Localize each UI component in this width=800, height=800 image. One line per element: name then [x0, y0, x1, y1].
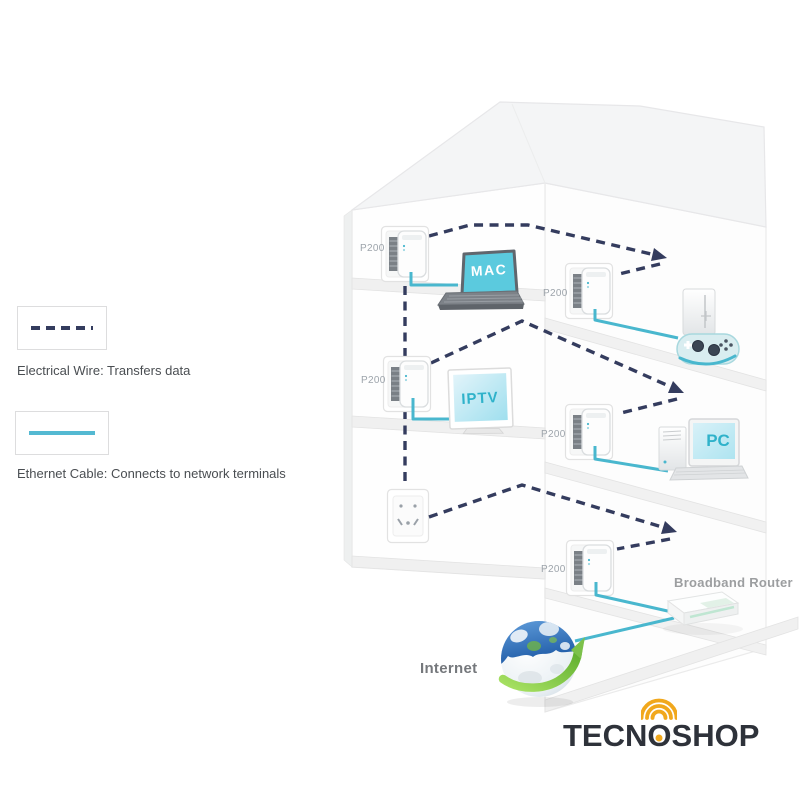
roof-ridge-line: [511, 103, 546, 184]
ethernet-cable-console: [593, 309, 679, 340]
adapter-label-router: P200: [541, 564, 566, 575]
legend-electrical-wire-swatch: [17, 306, 107, 350]
game-controller: [676, 333, 740, 366]
ethernet-cable-laptop: [409, 272, 458, 287]
powerline-adapter-router: [565, 539, 615, 597]
ethernet-cable-sample: [29, 431, 95, 435]
pc-screen-label: PC: [706, 431, 730, 450]
adapter-label-attic: P200: [360, 243, 385, 254]
ground-platform-edge: [544, 616, 799, 713]
electrical-wire-sample: [31, 326, 93, 330]
adapter-label-console: P200: [543, 288, 568, 299]
ethernet-cables: [409, 272, 679, 643]
wire-arrowheads: [651, 248, 684, 534]
electrical-wire-bottom-return: [616, 537, 671, 551]
wire-arrow: [651, 248, 667, 261]
ethernet-cable-internet: [574, 616, 675, 643]
wire-arrow: [668, 381, 684, 393]
electrical-wire-top: [428, 223, 652, 256]
electrical-wire-middle-return: [616, 397, 678, 416]
legend-ethernet-cable-label: Ethernet Cable: Connects to network term…: [17, 466, 286, 481]
adapter-label-pc: P200: [541, 429, 566, 440]
broadband-router: [663, 591, 743, 635]
internet-label: Internet: [420, 660, 478, 677]
electrical-wire-middle: [430, 319, 670, 388]
powerline-adapter-pc: [564, 403, 614, 461]
legend-ethernet-cable-swatch: [15, 411, 109, 455]
ethernet-cable-router: [594, 582, 673, 614]
wall-socket: [386, 488, 430, 544]
desktop-pc: [658, 418, 749, 481]
powerline-adapter-console: [564, 262, 614, 320]
mac-laptop: [437, 249, 525, 310]
left-outer-wall: [343, 209, 353, 568]
internet-globe: [498, 621, 585, 707]
ethernet-cable-pc: [593, 446, 669, 473]
logo-text-post: SHOP: [671, 718, 760, 753]
tecnoshop-logo: TECNOSHOP: [558, 688, 793, 760]
floor-slab: [351, 555, 546, 580]
logo-o-with-dot: O: [647, 720, 671, 751]
floor-slab: [544, 461, 767, 534]
iptv-tv: [447, 367, 514, 435]
logo-o-dot-icon: [655, 734, 663, 742]
game-console: [682, 288, 716, 336]
globe-arrow: [498, 646, 583, 692]
globe-arrow-head: [571, 637, 585, 659]
powerline-adapter-attic: [380, 225, 430, 283]
powerline-adapter-iptv: [382, 355, 432, 413]
broadband-router-label: Broadband Router: [674, 575, 793, 590]
ethernet-cable-tv: [411, 398, 458, 421]
logo-wordmark: TECNOSHOP: [563, 720, 759, 751]
legend-electrical-wire-label: Electrical Wire: Transfers data: [17, 363, 191, 378]
electrical-wire-top-return: [614, 262, 661, 277]
wire-arrow: [661, 521, 677, 534]
laptop-screen-label: MAC: [470, 261, 508, 279]
wifi-icon: [641, 698, 677, 720]
tv-screen-label: IPTV: [460, 389, 500, 408]
adapter-label-iptv: P200: [361, 375, 386, 386]
electrical-wire-bottom: [428, 483, 663, 529]
logo-text-pre: TECN: [563, 718, 648, 753]
